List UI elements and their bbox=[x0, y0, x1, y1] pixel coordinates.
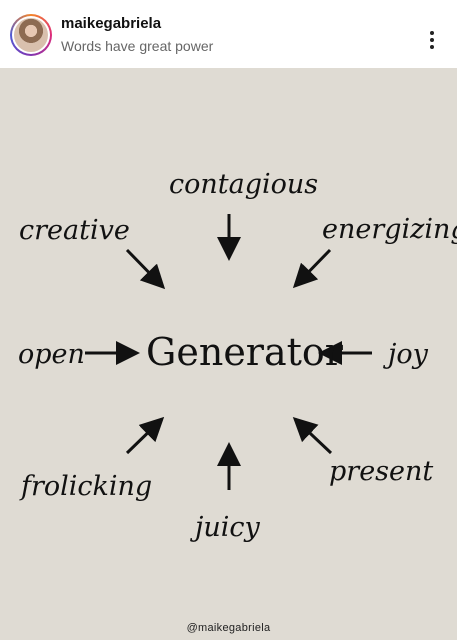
arrow-down-left-icon bbox=[292, 248, 332, 289]
word-creative: creative bbox=[19, 215, 130, 246]
word-juicy: juicy bbox=[195, 512, 260, 543]
profile-avatar-ring[interactable] bbox=[10, 14, 52, 56]
avatar[interactable] bbox=[12, 16, 50, 54]
arrow-down-right-icon bbox=[125, 248, 166, 290]
post-handle: @maikegabriela bbox=[186, 622, 271, 634]
word-contagious: contagious bbox=[169, 169, 319, 200]
arrow-up-right-icon bbox=[125, 416, 165, 455]
more-options-icon[interactable] bbox=[422, 26, 442, 54]
post-header: maikegabriela Words have great power bbox=[0, 0, 457, 68]
center-word-generator: Generator bbox=[146, 330, 343, 374]
post-image[interactable]: contagious creative energizing open Gene… bbox=[0, 68, 457, 640]
word-frolicking: frolicking bbox=[21, 471, 153, 502]
more-dot-middle bbox=[430, 38, 434, 42]
arrow-up-left-icon bbox=[292, 416, 333, 455]
word-energizing: energizing bbox=[322, 214, 457, 245]
username[interactable]: maikegabriela bbox=[61, 15, 162, 32]
word-present: present bbox=[329, 456, 434, 487]
word-joy: joy bbox=[388, 339, 428, 370]
arrow-icons bbox=[85, 214, 372, 490]
more-dot-top bbox=[430, 31, 434, 35]
profile-subtitle: Words have great power bbox=[61, 38, 214, 54]
avatar-image bbox=[14, 18, 48, 52]
more-dot-bottom bbox=[430, 45, 434, 49]
word-open: open bbox=[18, 339, 85, 370]
